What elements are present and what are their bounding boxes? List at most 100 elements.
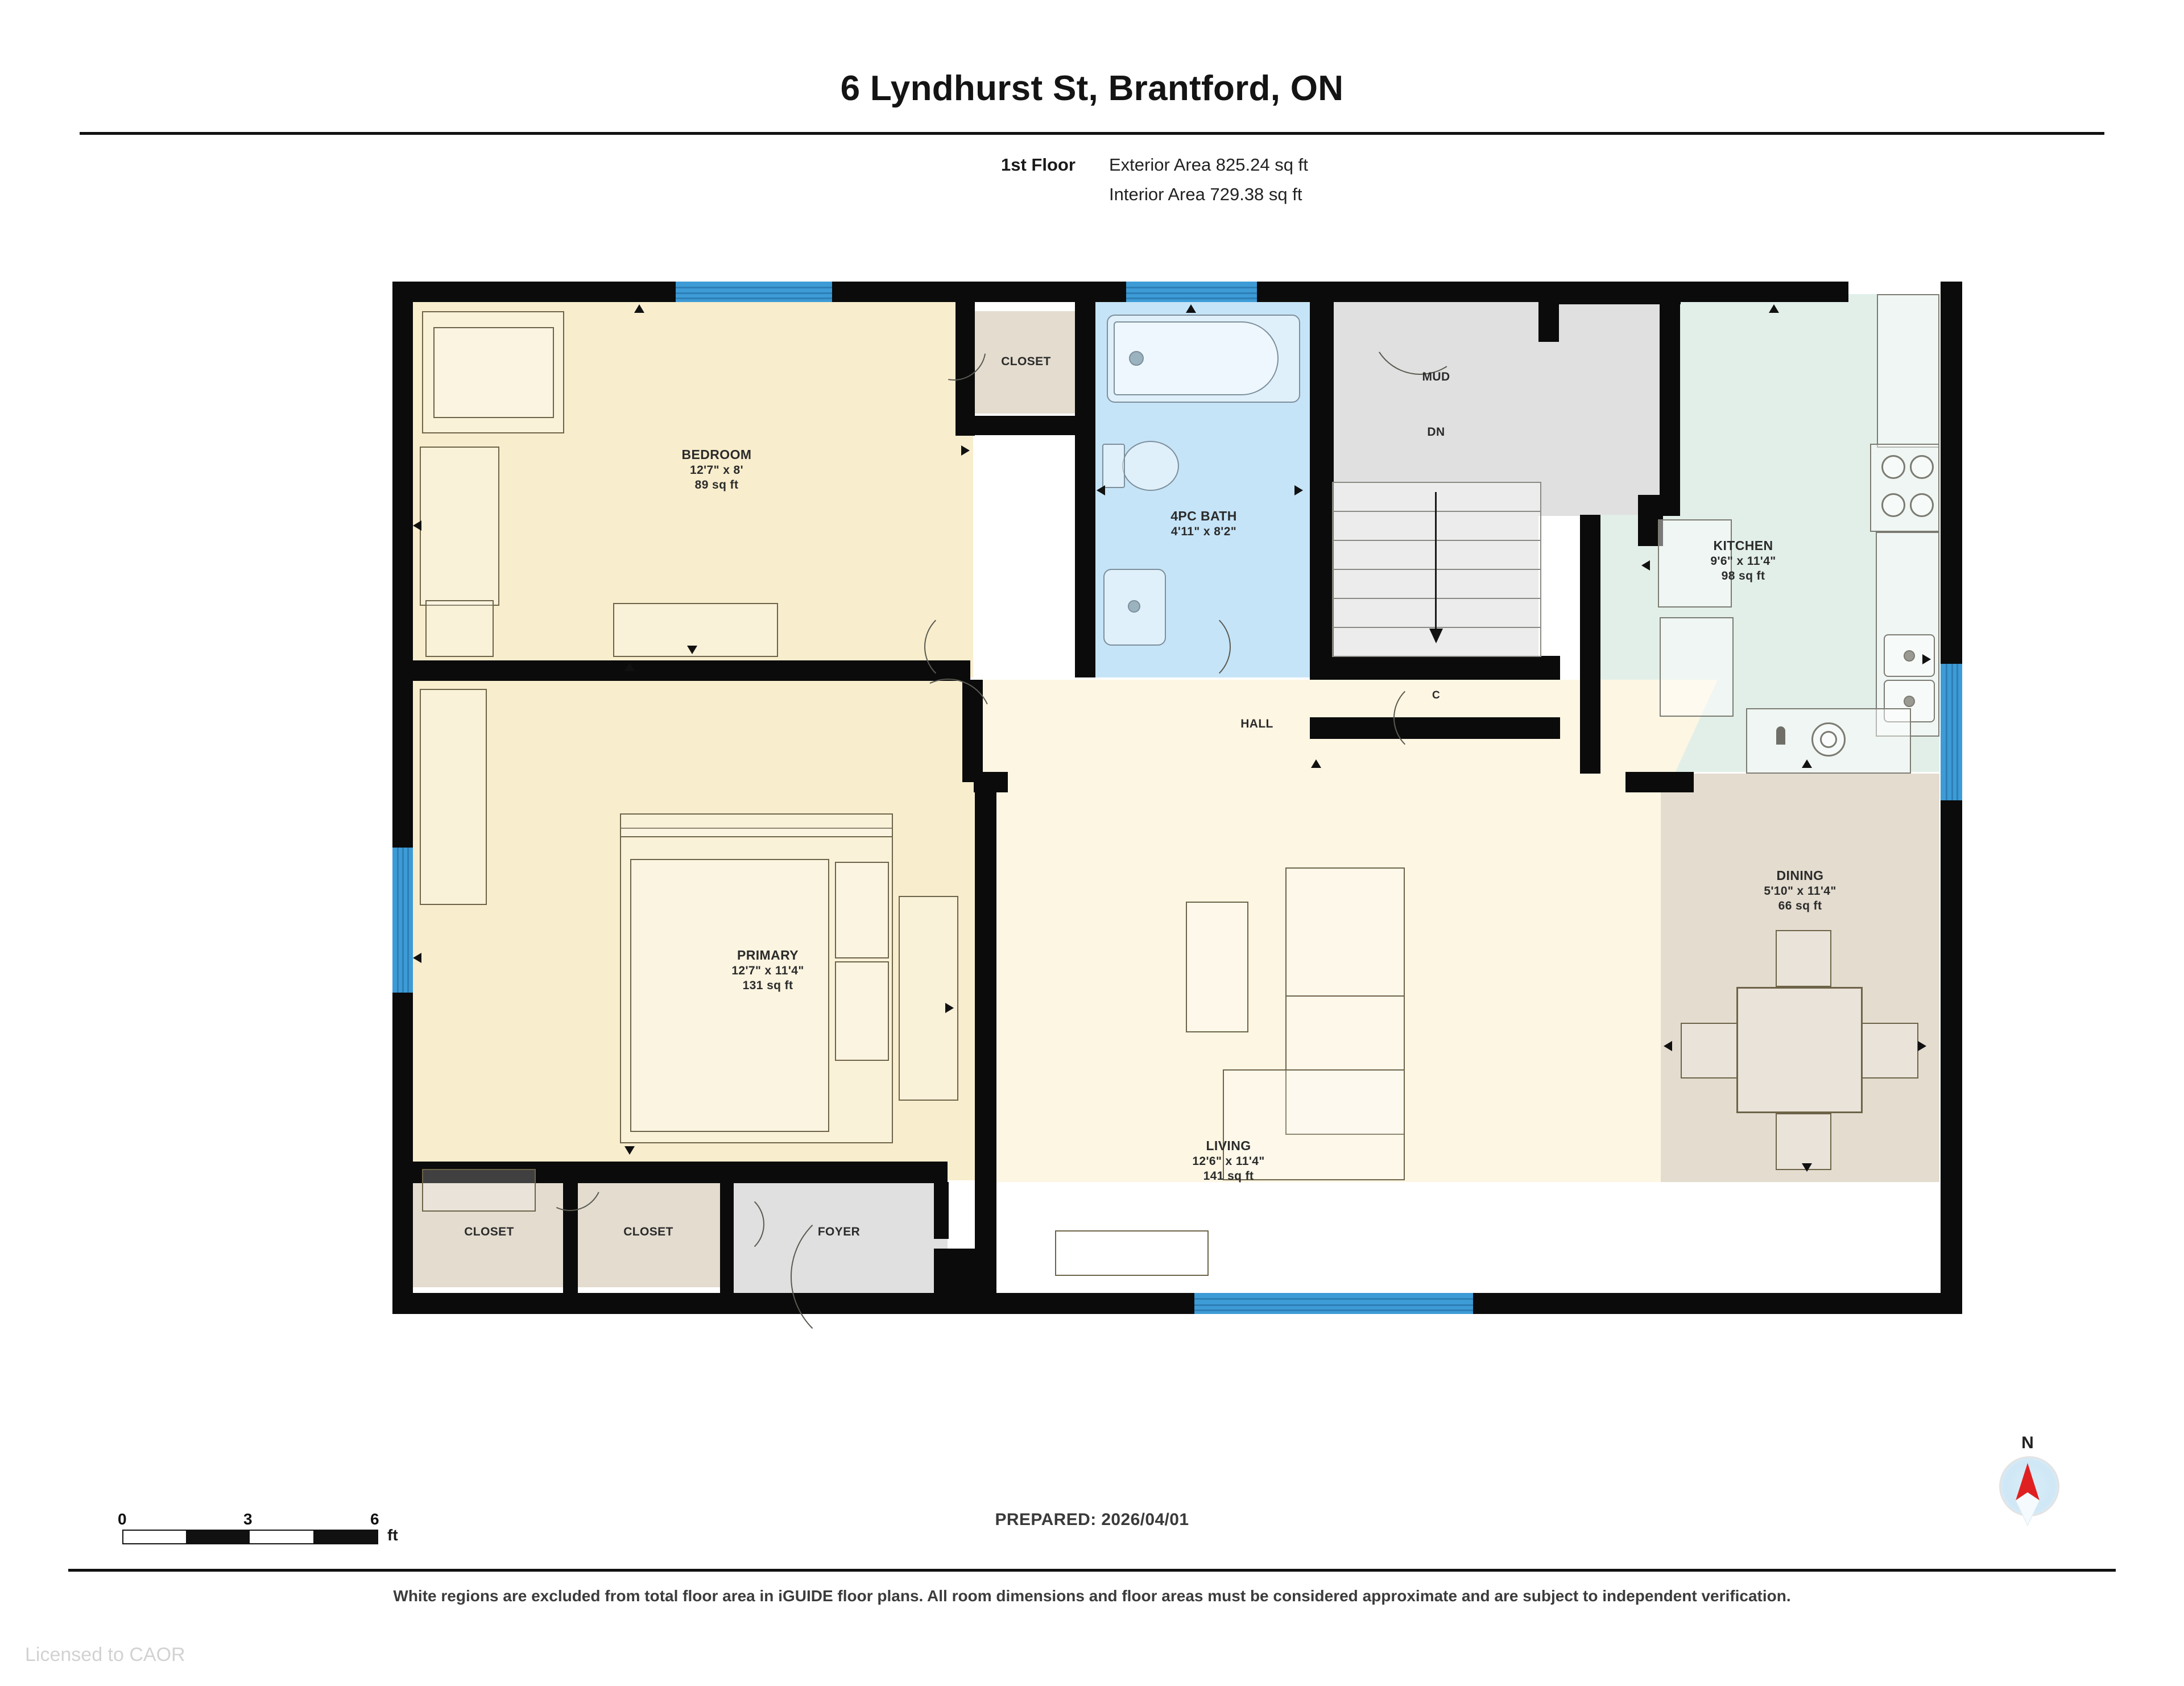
- living-tv-console: [1055, 1230, 1209, 1276]
- living-coffee-table: [1186, 902, 1248, 1032]
- area-summary: 1st Floor Exterior Area 825.24 sq ft Int…: [1001, 155, 1513, 214]
- label-primary: PRIMARY 12'7" x 11'4" 131 sq ft: [671, 947, 864, 994]
- primary-nightstand-lower: [835, 961, 889, 1061]
- label-down: DN: [1337, 425, 1536, 440]
- label-closet-bedroom: CLOSET: [972, 354, 1080, 369]
- kitchen-island-counter: [1660, 617, 1734, 717]
- wall-primary-bottom: [413, 1162, 948, 1183]
- stove-burner-bl: [1881, 493, 1905, 517]
- label-foyer: FOYER: [734, 1225, 944, 1239]
- label-living-name: LIVING: [1206, 1138, 1251, 1153]
- interior-area-row: Interior Area 729.38 sq ft: [1001, 184, 1513, 205]
- interior-area-value: Interior Area 729.38 sq ft: [1109, 184, 1302, 204]
- label-foyer-name: FOYER: [817, 1225, 861, 1238]
- label-closet-c-name: C: [1432, 689, 1441, 701]
- stove-burner-tl: [1881, 455, 1905, 479]
- label-closet-right-name: CLOSET: [623, 1225, 673, 1238]
- kitchen-cooktop-inner: [1820, 731, 1837, 748]
- bathtub-drain: [1129, 351, 1144, 366]
- floor-label: 1st Floor: [1001, 155, 1076, 175]
- window-top-bedroom: [676, 282, 832, 302]
- label-mud-name: MUD: [1422, 370, 1450, 383]
- primary-nightstand-upper: [835, 862, 889, 958]
- window-left-primary: [392, 848, 413, 993]
- wall-bedroom-closet-left: [956, 302, 975, 436]
- wall-mud-bottom: [1310, 656, 1560, 680]
- primary-bench: [422, 1169, 536, 1212]
- label-dining-area: 66 sq ft: [1778, 899, 1822, 913]
- door-arc-bedroom-entry: [924, 609, 1000, 685]
- label-closet-left: CLOSET: [415, 1225, 563, 1239]
- arrow-dining-left: [1664, 1041, 1672, 1051]
- wall-primary-right: [962, 680, 983, 782]
- label-closet-c: C: [1337, 689, 1536, 702]
- bedroom-bed-mattress: [433, 327, 554, 418]
- living-sectional-arm: [1223, 1069, 1405, 1180]
- wall-kitchen-left: [1580, 515, 1600, 774]
- exterior-area-row: 1st Floor Exterior Area 825.24 sq ft: [1001, 155, 1513, 175]
- label-bath-name: 4PC BATH: [1170, 509, 1237, 523]
- label-dining: DINING 5'10" x 11'4" 66 sq ft: [1703, 867, 1897, 914]
- compass-north-label: N: [2021, 1433, 2034, 1452]
- label-bath: 4PC BATH 4'11" x 8'2": [1106, 508, 1302, 539]
- bedroom-nightstand: [425, 600, 494, 657]
- kitchen-faucet-icon: [1776, 726, 1785, 745]
- arrow-living-top: [1311, 759, 1321, 768]
- wall-closet-divider: [563, 1182, 578, 1293]
- exterior-area-value: Exterior Area 825.24 sq ft: [1109, 155, 1308, 175]
- door-arc-foyer: [791, 1203, 938, 1350]
- wall-mud-right: [1538, 302, 1559, 342]
- window-top-bath: [1126, 282, 1257, 302]
- label-living-dim: 12'6" x 11'4": [1192, 1154, 1265, 1168]
- room-living-fill: [995, 774, 1661, 1182]
- room-closet-bedroom-fill: [974, 311, 1079, 414]
- stove-burner-tr: [1910, 455, 1934, 479]
- label-bedroom-area: 89 sq ft: [694, 478, 739, 492]
- dining-table: [1736, 987, 1863, 1113]
- label-kitchen-dim: 9'6" x 11'4": [1710, 554, 1776, 568]
- label-dining-name: DINING: [1776, 868, 1824, 883]
- label-primary-area: 131 sq ft: [742, 979, 793, 993]
- arrow-primary-dresser: [945, 1003, 954, 1013]
- exterior-wall-left: [392, 282, 413, 1314]
- primary-bed-frame: [620, 828, 893, 1143]
- scale-bar-graphic: [122, 1530, 378, 1544]
- primary-headboard: [620, 813, 893, 837]
- kitchen-sink-drain-bottom: [1904, 696, 1915, 707]
- room-closet-right-fill: [576, 1182, 722, 1287]
- window-bottom-living: [1194, 1293, 1473, 1314]
- primary-bed-mattress: [630, 859, 829, 1132]
- label-kitchen-area: 98 sq ft: [1721, 569, 1765, 583]
- label-primary-name: PRIMARY: [737, 948, 799, 962]
- wall-living-left: [975, 782, 996, 1294]
- room-primary-fill: [413, 680, 982, 1180]
- door-arc-hall-to-c: [1393, 680, 1470, 756]
- wall-foyer-right: [934, 1182, 949, 1239]
- room-bedroom-fill: [413, 302, 973, 677]
- wall-primary-top: [413, 660, 970, 681]
- label-kitchen: KITCHEN 9'6" x 11'4" 98 sq ft: [1644, 538, 1843, 584]
- wall-bath-left: [1075, 302, 1095, 677]
- stair-down-arrow-shaft: [1435, 492, 1437, 634]
- licensed-to-text: Licensed to CAOR: [25, 1644, 185, 1666]
- label-down-name: DN: [1427, 425, 1445, 439]
- living-sofa: [1285, 867, 1405, 1135]
- label-living-area: 141 sq ft: [1203, 1170, 1254, 1183]
- exterior-wall-bottom: [392, 1293, 1962, 1314]
- label-closet-left-name: CLOSET: [464, 1225, 514, 1238]
- label-bath-dim: 4'11" x 8'2": [1170, 524, 1237, 538]
- room-closet-left-fill: [413, 1182, 565, 1287]
- dining-chair-right: [1862, 1023, 1918, 1078]
- arrow-bath-top: [1186, 304, 1196, 313]
- arrow-kitchen-fridge: [1641, 560, 1650, 571]
- toilet-tank: [1102, 444, 1125, 488]
- living-sofa-cushion-line: [1285, 995, 1405, 997]
- arrow-bath-toilet: [1097, 485, 1105, 495]
- compass-rose: N: [1974, 1433, 2082, 1553]
- scale-tick-0: 0: [118, 1510, 127, 1528]
- scale-tick-3: 3: [243, 1510, 253, 1528]
- window-right-kitchen: [1941, 664, 1962, 800]
- label-hall-name: HALL: [1240, 717, 1273, 730]
- wall-foyer-right-lower: [934, 1249, 979, 1294]
- label-mud: MUD: [1337, 370, 1536, 385]
